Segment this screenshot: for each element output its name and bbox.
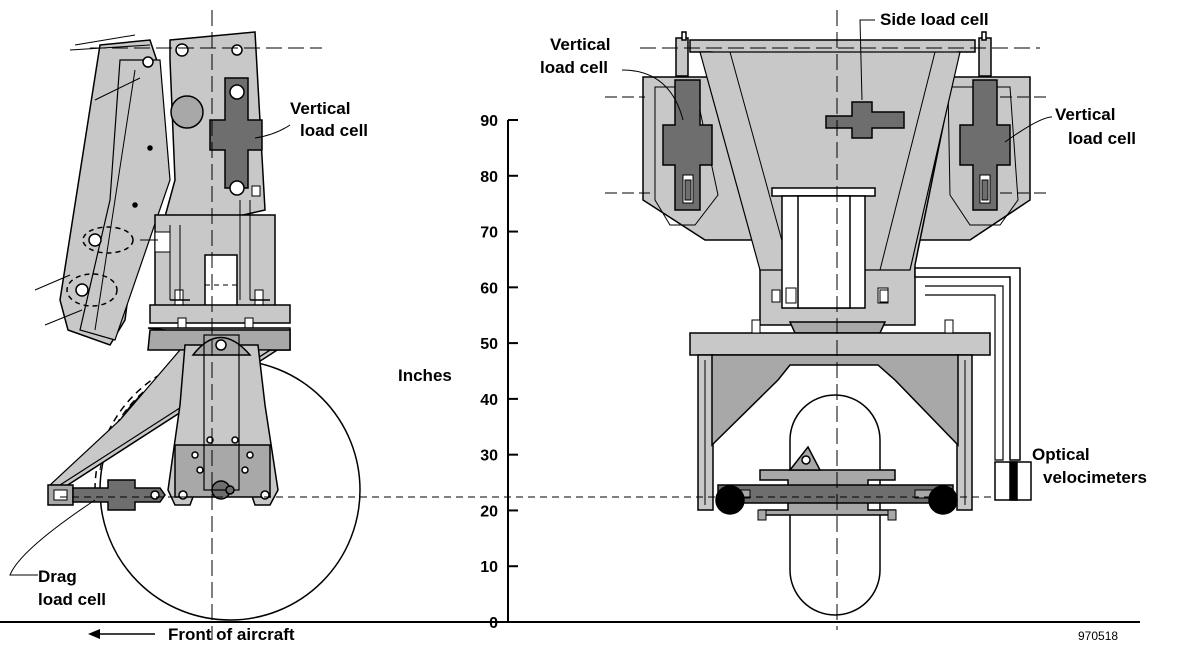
axis-tick-label: 10 <box>480 559 498 576</box>
vertical-scale-axis <box>0 120 1140 623</box>
front-view-inner-strut <box>771 187 876 197</box>
front-view-assembly <box>642 31 1032 616</box>
front-view-axle-frame <box>689 332 991 356</box>
label-vertical-load-cell-left-line1: Vertical <box>290 99 351 118</box>
velocimeter-mount-tube <box>914 267 1021 461</box>
axis-ticks: 0 10 20 30 40 50 60 70 80 90 <box>480 113 518 632</box>
label-front-of-aircraft: Front of aircraft <box>168 625 295 644</box>
axis-tick-label: 70 <box>480 225 498 242</box>
axis-tick-label: 90 <box>480 113 498 130</box>
label-side-load-cell: Side load cell <box>880 10 989 29</box>
label-optical-velocimeters-line1: Optical <box>1032 445 1090 464</box>
axis-tick-label: 40 <box>480 392 498 409</box>
side-load-cell-block <box>825 101 905 139</box>
axis-tick-label: 80 <box>480 169 498 186</box>
side-view-drag-load-cell <box>72 479 166 511</box>
label-optical-velocimeters-line2: velocimeters <box>1043 468 1147 487</box>
label-drag-load-cell-line1: Drag <box>38 567 77 586</box>
label-vertical-load-cell-right-line2: load cell <box>1068 129 1136 148</box>
center-lines <box>60 10 1050 640</box>
label-inches: Inches <box>398 366 452 385</box>
label-vertical-load-cell-top-line2: load cell <box>540 58 608 77</box>
label-vertical-load-cell-right-line1: Vertical <box>1055 105 1116 124</box>
label-vertical-load-cell-left-line2: load cell <box>300 121 368 140</box>
axis-tick-label: 60 <box>480 280 498 297</box>
side-view-assembly <box>34 31 361 621</box>
axis-tick-label: 20 <box>480 503 498 520</box>
front-view-left-vertical-load-cell <box>662 31 713 211</box>
front-of-aircraft-arrow <box>88 629 155 639</box>
axis-tick-label: 50 <box>480 336 498 353</box>
figure-number: 970518 <box>1078 629 1118 643</box>
label-vertical-load-cell-top-line1: Vertical <box>550 35 611 54</box>
label-leaders <box>9 19 1053 576</box>
label-drag-load-cell-line2: load cell <box>38 590 106 609</box>
side-view-vertical-load-cell <box>209 77 263 189</box>
axis-tick-label: 30 <box>480 448 498 465</box>
side-view-inner-link <box>79 59 171 341</box>
axis-tick-label: 0 <box>489 615 498 632</box>
